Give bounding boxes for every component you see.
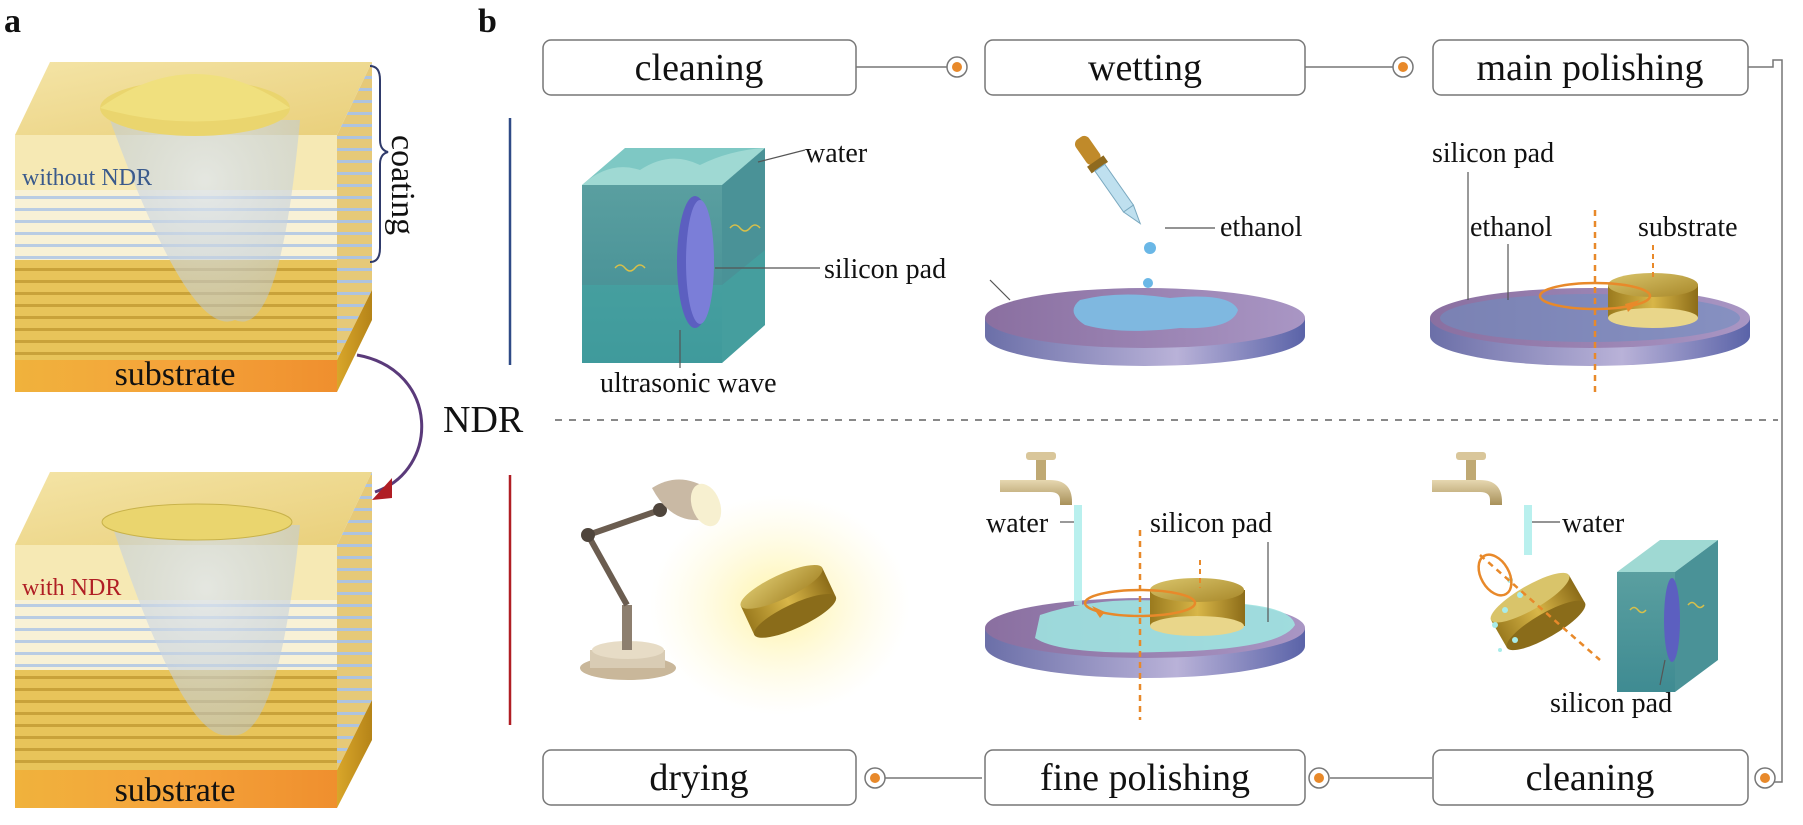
svg-text:wetting: wetting [1088,47,1202,89]
step-box-drying: drying [542,749,857,806]
coating-label: coating [384,135,421,235]
svg-text:main polishing: main polishing [1477,47,1704,89]
svg-text:silicon pad: silicon pad [824,254,946,285]
panel-b-label: b [478,3,497,40]
svg-text:cleaning: cleaning [1526,757,1655,799]
block-substrate-front-2 [15,770,337,808]
block-side-substrate [337,290,372,392]
svg-text:water: water [805,138,868,169]
block-substrate-layers [15,260,337,360]
ultrasonic-tank [582,148,765,363]
wetting-callouts: ethanol [989,212,1303,301]
step-box-cleaning-top: cleaning [542,39,857,96]
fine-polishing-illustration [985,452,1305,720]
svg-text:substrate: substrate [1638,212,1738,243]
defect-cone [110,120,300,322]
cleaning-callouts: water silicon pad ultrasonic wave [600,138,946,399]
drying-illustration [580,479,910,715]
wetting-illustration [985,135,1305,366]
block-with-ndr: with NDR substrate [15,472,372,809]
ndr-arrow-head [372,478,392,500]
svg-text:silicon pad: silicon pad [1432,138,1554,169]
final-cleaning-callouts: water silicon pad [1532,508,1672,719]
without-ndr-label: without NDR [22,165,152,191]
block-substrate-front [15,360,337,392]
flow-nodes [864,56,1776,789]
svg-text:fine polishing: fine polishing [1040,757,1250,799]
svg-text:water: water [986,508,1049,539]
defect-dome [100,74,290,122]
svg-text:ethanol: ethanol [1470,212,1553,243]
block-side-substrate-2 [337,700,372,808]
defect-cone-2 [112,525,300,736]
step-box-wetting: wetting [984,39,1306,96]
svg-text:silicon pad: silicon pad [1550,688,1672,719]
panel-a-label: a [4,3,21,40]
svg-text:ultrasonic wave: ultrasonic wave [600,368,777,399]
block-side-face-2 [337,472,372,770]
final-cleaning-illustration [1432,452,1718,692]
block-side-face [337,62,372,360]
main-polishing-illustration [1430,210,1750,395]
svg-text:silicon pad: silicon pad [1150,508,1272,539]
block-substrate-layers-2 [15,670,337,770]
substrate-label-bottom: substrate [115,772,236,809]
main-polishing-callouts: silicon pad ethanol substrate [1432,138,1738,300]
defect-flat-top [101,503,293,541]
step-box-main-polishing: main polishing [1432,39,1749,96]
step-box-fine-polishing: fine polishing [984,749,1306,806]
ndr-arrow [356,353,423,494]
with-ndr-label: with NDR [22,575,121,601]
substrate-label-top: substrate [115,356,236,393]
ndr-divider-label: NDR [443,399,524,441]
svg-text:water: water [1562,508,1625,539]
step-box-cleaning-bottom: cleaning [1432,749,1749,806]
svg-text:cleaning: cleaning [635,47,764,89]
coating-brace [369,65,389,263]
fine-polishing-callouts: water silicon pad [986,508,1272,622]
svg-text:ethanol: ethanol [1220,212,1303,243]
block-without-ndr: without NDR substrate [15,62,372,393]
svg-text:drying: drying [649,757,748,799]
